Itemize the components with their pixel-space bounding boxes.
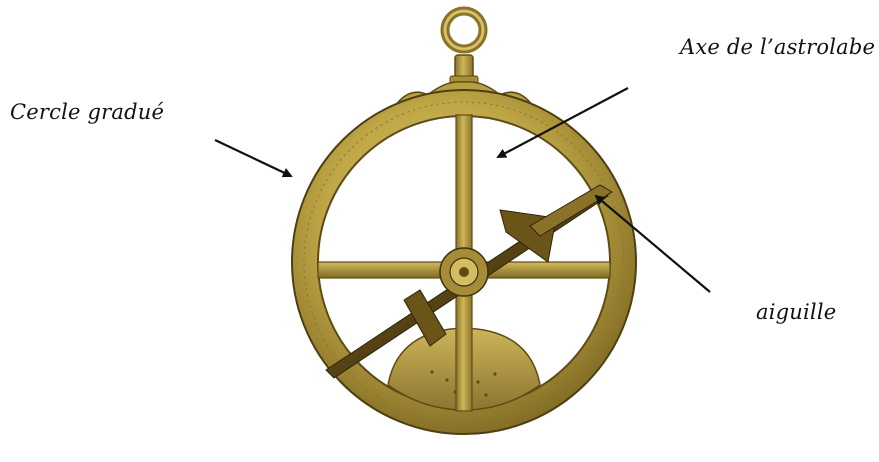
label-axe-astrolabe: Axe de l’astrolabe <box>680 35 875 59</box>
label-cercle-gradue: Cercle gradué <box>10 100 164 124</box>
suspension-ring <box>445 11 483 86</box>
label-aiguille: aiguille <box>756 300 836 324</box>
central-pivot <box>440 248 488 296</box>
arrow-cercle <box>215 140 291 176</box>
